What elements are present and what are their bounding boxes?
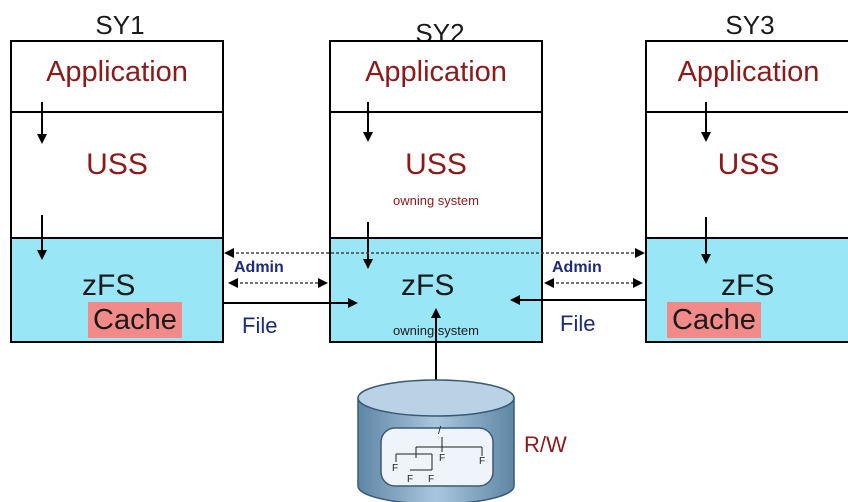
sy3-application-layer: Application <box>645 40 848 113</box>
sy2-application-text: Application <box>365 56 507 88</box>
file-tree <box>395 437 483 471</box>
right-admin-label: Admin <box>552 259 602 276</box>
sy1-zfs-layer: zFS Cache <box>10 237 224 343</box>
sy1-zfs-text: zFS <box>82 269 136 302</box>
sy1-uss-text: USS <box>86 148 148 181</box>
down-arrows <box>37 102 711 269</box>
sy3-zfs-layer: zFS Cache <box>645 237 848 343</box>
tree-node-f2: F <box>479 456 486 467</box>
admin-arrowheads <box>224 248 645 288</box>
sy1-cache-badge: Cache <box>88 302 182 338</box>
sy3-uss-layer: USS <box>645 111 848 239</box>
sy3-application-text: Application <box>677 56 820 88</box>
sy2-zfs-text: zFS <box>401 269 455 302</box>
tree-node-root: / <box>438 425 442 437</box>
system-label-sy3: SY3 <box>725 10 775 40</box>
sy3-cache-badge: Cache <box>667 302 761 338</box>
file-arrows <box>224 295 645 308</box>
sy2-uss-owning-note: owning system <box>393 193 479 208</box>
sy3-uss-text: USS <box>717 148 780 181</box>
tree-node-f1: F <box>439 453 446 464</box>
system-label-sy1: SY1 <box>95 10 145 40</box>
rw-label: R/W <box>524 432 567 457</box>
admin-dotted-lines <box>226 252 643 284</box>
sy2-zfs-layer: zFS owning system <box>329 237 543 343</box>
right-file-label: File <box>560 311 596 336</box>
sy1-application-text: Application <box>46 56 188 88</box>
tree-node-f4: F <box>407 474 414 485</box>
disk-cylinder <box>357 379 515 502</box>
sy3-zfs-text: zFS <box>721 269 775 302</box>
left-file-label: File <box>242 313 278 338</box>
left-admin-label: Admin <box>234 259 284 276</box>
sy2-uss-text: USS <box>405 148 467 181</box>
tree-node-f3: F <box>392 463 399 474</box>
tree-node-f5: F <box>428 474 435 485</box>
